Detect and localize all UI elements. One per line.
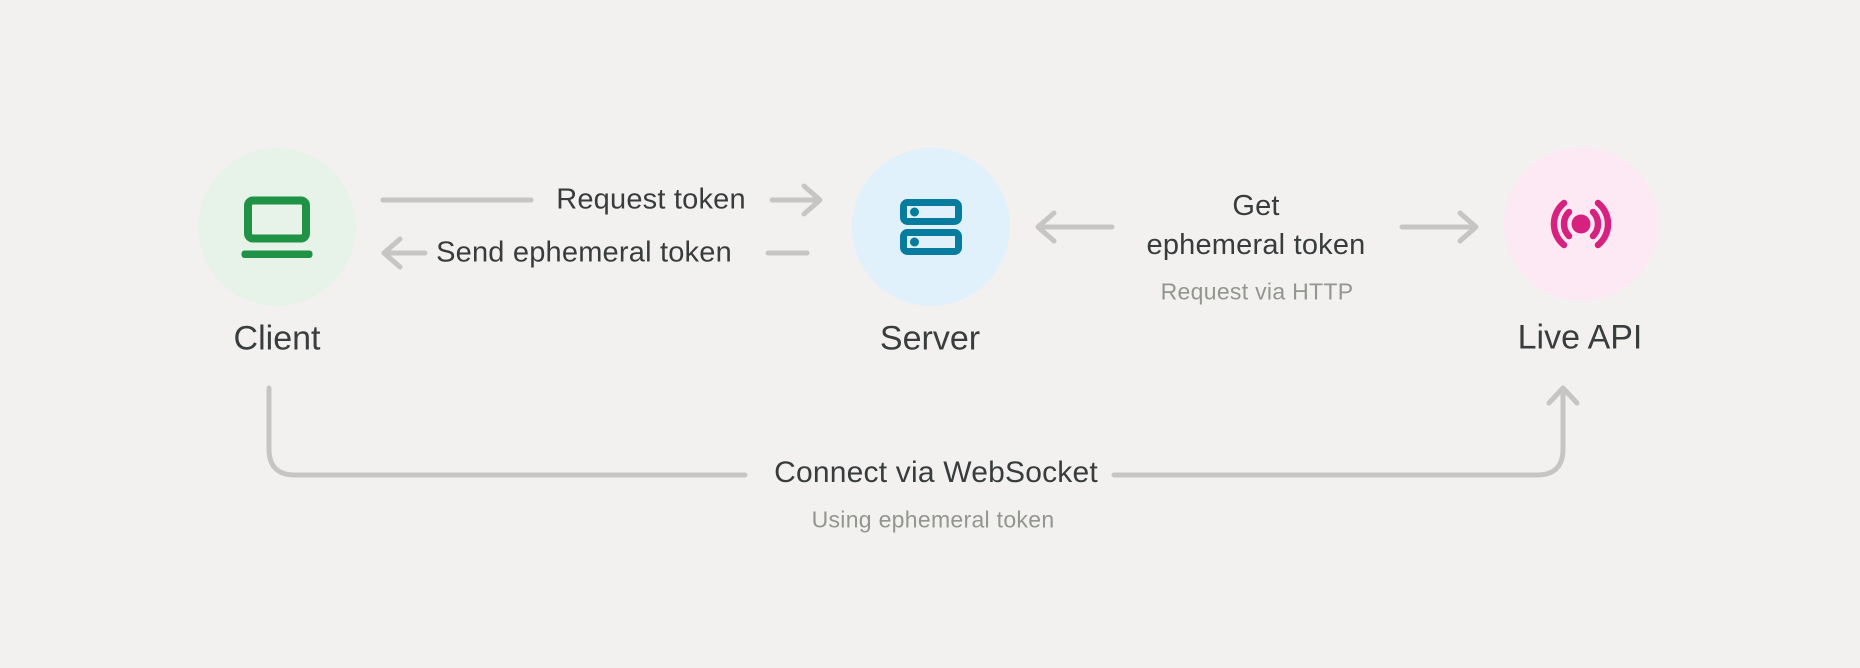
request-token-arrow-right-icon	[769, 183, 823, 217]
websocket-line-right-arrow-up-icon	[1111, 385, 1580, 478]
client-circle	[198, 148, 356, 306]
get-ephemeral-token-label-line2: ephemeral token	[1146, 229, 1366, 261]
websocket-line-left	[266, 385, 748, 478]
server-icon	[900, 199, 962, 255]
live-api-node	[1504, 147, 1658, 301]
client-node	[198, 148, 356, 306]
request-via-http-sublabel: Request via HTTP	[1160, 278, 1354, 305]
send-token-arrow-left-icon	[381, 236, 428, 270]
get-ephemeral-token-label-line1: Get	[1232, 190, 1280, 222]
client-label: Client	[233, 319, 321, 358]
server-node	[852, 148, 1010, 306]
send-ephemeral-token-label: Send ephemeral token	[436, 236, 732, 269]
server-circle	[852, 148, 1010, 306]
get-token-arrow-left-icon	[1035, 210, 1115, 244]
request-token-label: Request token	[556, 183, 746, 216]
server-label: Server	[879, 319, 981, 358]
laptop-icon	[241, 196, 313, 258]
connect-via-websocket-label: Connect via WebSocket	[774, 456, 1098, 489]
using-ephemeral-token-sublabel: Using ephemeral token	[811, 506, 1055, 533]
get-token-arrow-right-icon	[1399, 210, 1479, 244]
broadcast-icon	[1550, 199, 1612, 249]
connector-group	[266, 183, 1580, 478]
live-api-label: Live API	[1517, 318, 1643, 357]
get-ephemeral-token-label: Get ephemeral token	[1146, 187, 1365, 265]
